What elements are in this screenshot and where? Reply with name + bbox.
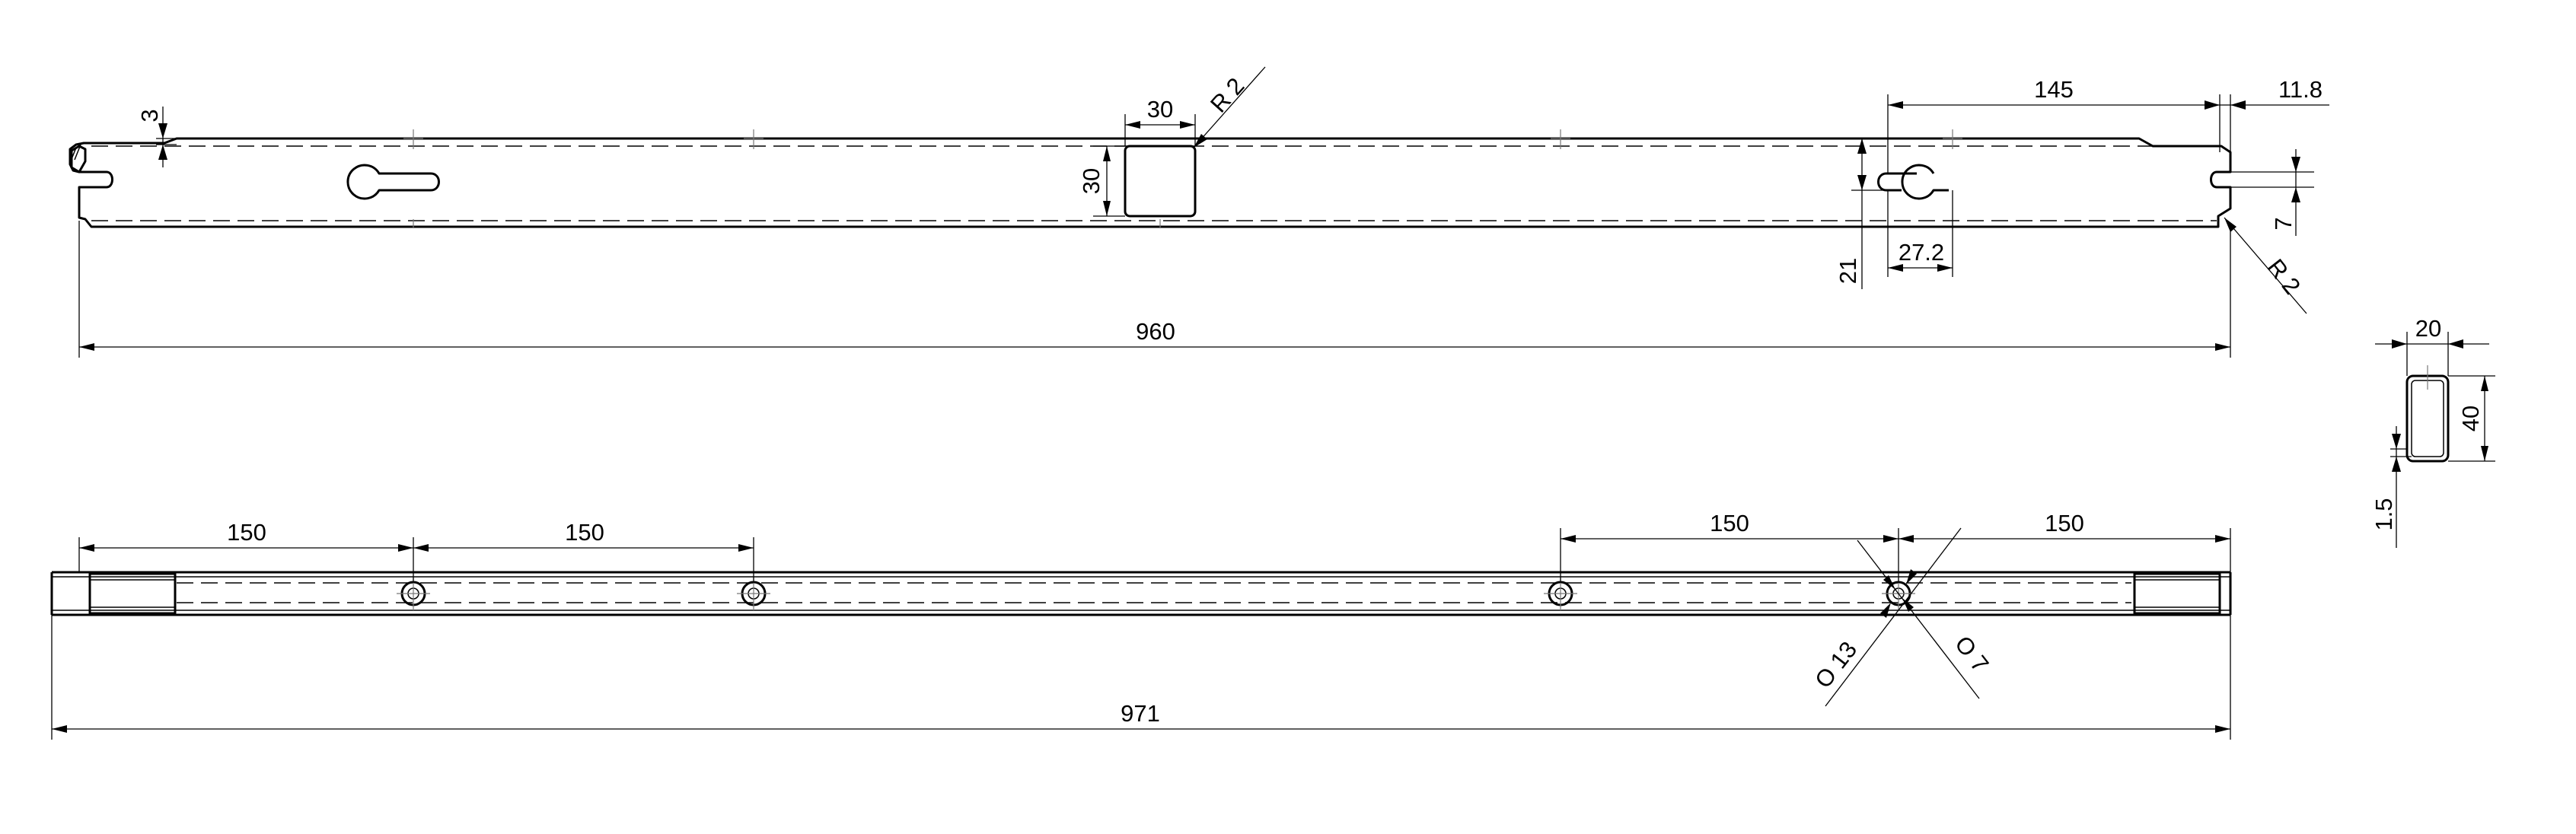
label-hole-spacing-3: 150	[1710, 510, 1749, 536]
dim-outer-diameter: O 13	[1809, 527, 1962, 707]
label-section-height: 40	[2457, 406, 2484, 431]
label-square-radius: R 2	[1205, 72, 1249, 117]
bottom-view: 150 150 150 150 O 13	[50, 510, 2232, 740]
label-bottom-length: 971	[1121, 700, 1160, 727]
top-view: 3 30 R 2 30 145	[69, 66, 2329, 358]
dim-end-offset: 11.8	[2205, 76, 2329, 152]
dim-corner-radius: R 2	[2224, 217, 2307, 314]
dim-square-width: 30	[1124, 96, 1196, 146]
label-end-offset: 11.8	[2278, 76, 2323, 103]
end-plug-right	[2133, 572, 2221, 615]
keyhole-right	[1877, 164, 1949, 200]
label-thickness: 3	[136, 109, 163, 122]
dim-section-width: 20	[2375, 315, 2489, 376]
dim-slot-height: 21	[1835, 138, 1888, 289]
label-hole-spacing-2: 150	[565, 519, 604, 546]
dim-hole-spacing-2: 150	[413, 519, 754, 583]
label-square-height: 30	[1078, 168, 1105, 194]
dim-hole-spacing-4: 150	[1899, 510, 2231, 572]
end-plug-left	[88, 572, 177, 615]
label-top-length: 960	[1136, 318, 1175, 345]
center-marks	[403, 129, 1962, 228]
label-slot-height: 21	[1835, 258, 1861, 284]
section-view: 20 40 1.5	[2370, 315, 2495, 548]
label-hole-spacing-1: 150	[227, 519, 266, 546]
left-hook	[70, 145, 87, 173]
label-section-wall: 1.5	[2370, 498, 2397, 530]
dim-slot-width: 7	[2230, 149, 2314, 236]
dim-top-length: 960	[78, 221, 2231, 358]
dim-keyhole-width: 27.2	[1887, 190, 1953, 277]
label-section-width: 20	[2415, 315, 2441, 342]
label-slot-offset: 145	[2034, 76, 2074, 103]
dim-section-wall: 1.5	[2370, 426, 2412, 548]
section-inner	[2411, 380, 2444, 457]
dim-square-radius: R 2	[1193, 66, 1266, 148]
dim-thickness: 3	[136, 107, 177, 167]
label-square-width: 30	[1147, 96, 1173, 123]
dim-section-height: 40	[2448, 375, 2495, 462]
dim-slot-offset: 145	[1887, 76, 2221, 173]
label-slot-width: 7	[2270, 217, 2297, 230]
left-hook-detail	[69, 144, 81, 164]
dim-square-height: 30	[1078, 145, 1125, 217]
label-keyhole-width: 27.2	[1899, 239, 1944, 266]
top-view-outline	[69, 137, 2232, 228]
label-corner-radius: R 2	[2262, 254, 2306, 300]
label-inner-diameter: O 7	[1950, 631, 1994, 677]
label-hole-spacing-4: 150	[2045, 510, 2084, 536]
square-opening	[1124, 145, 1197, 218]
dim-inner-diameter: O 7	[1857, 540, 1994, 699]
dim-bottom-length: 971	[51, 615, 2231, 740]
dim-hole-spacing-3: 150	[1560, 510, 1899, 583]
label-outer-diameter: O 13	[1809, 636, 1862, 693]
keyhole-left	[346, 164, 440, 200]
dim-hole-spacing-1: 150	[78, 519, 414, 583]
